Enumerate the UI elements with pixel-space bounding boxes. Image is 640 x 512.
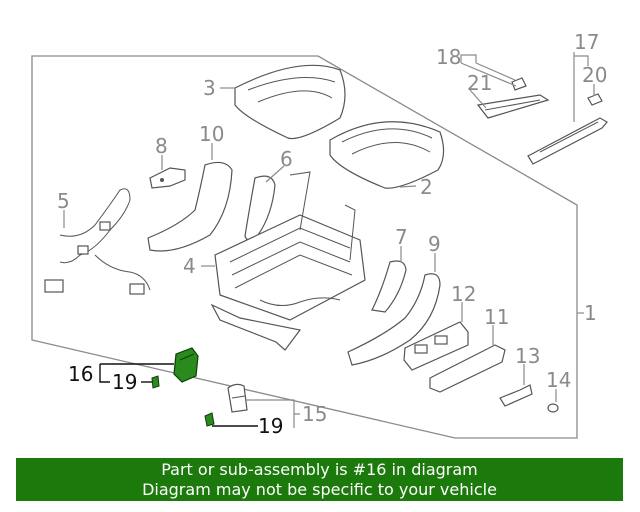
callout-18: 18 (436, 45, 461, 69)
callout-12: 12 (451, 282, 476, 306)
callout-9: 9 (428, 232, 441, 256)
callout-2: 2 (420, 175, 433, 199)
callout-4: 4 (183, 254, 196, 278)
part-20-clip (587, 93, 603, 106)
part-8-bracket (149, 167, 186, 189)
callout-6: 6 (280, 147, 293, 171)
callout-16: 16 (68, 362, 93, 386)
leader-lines (63, 52, 595, 428)
parts-diagram: 1 2 3 4 5 6 7 8 9 10 11 12 13 14 15 16 1… (31, 30, 608, 439)
part-14-cap (547, 403, 559, 413)
part-17-rail-cover (527, 117, 608, 165)
banner-line-1: Part or sub-assembly is #16 in diagram (161, 460, 478, 479)
callout-14: 14 (546, 368, 571, 392)
part-4-seat-frame (210, 171, 366, 351)
part-21-track-cover (476, 94, 550, 119)
part-11-switch-cover (429, 344, 506, 393)
part-19-clip-lower (204, 412, 215, 427)
part-9-side-shield-outer (347, 273, 441, 366)
callout-7: 7 (395, 225, 408, 249)
part-18-clip (511, 77, 527, 91)
part-5-wiring-harness (44, 188, 151, 295)
callout-21: 21 (467, 71, 492, 95)
assembly-outline (31, 55, 578, 439)
part-10-side-shield (147, 161, 233, 252)
callout-19-upper: 19 (112, 370, 137, 394)
callout-17: 17 (574, 30, 599, 54)
callout-15: 15 (302, 402, 327, 426)
info-banner: Part or sub-assembly is #16 in diagram D… (16, 458, 623, 501)
part-3-cushion-pad (234, 64, 346, 140)
callout-5: 5 (57, 189, 70, 213)
callout-8: 8 (155, 134, 168, 158)
callout-20: 20 (582, 63, 607, 87)
callout-19-lower: 19 (258, 414, 283, 438)
callout-10: 10 (199, 122, 224, 146)
callout-3: 3 (203, 76, 216, 100)
part-12-seat-switch (403, 321, 469, 371)
callout-1: 1 (584, 301, 597, 325)
part-2-cushion-pad (329, 121, 445, 189)
part-16-highlighted-cover (151, 347, 199, 389)
part-15-cover (227, 383, 248, 413)
callout-13: 13 (515, 344, 540, 368)
part-13-knob (499, 384, 533, 407)
banner-line-2: Diagram may not be specific to your vehi… (142, 480, 497, 499)
part-7-side-trim (371, 260, 407, 313)
callout-11: 11 (484, 305, 509, 329)
